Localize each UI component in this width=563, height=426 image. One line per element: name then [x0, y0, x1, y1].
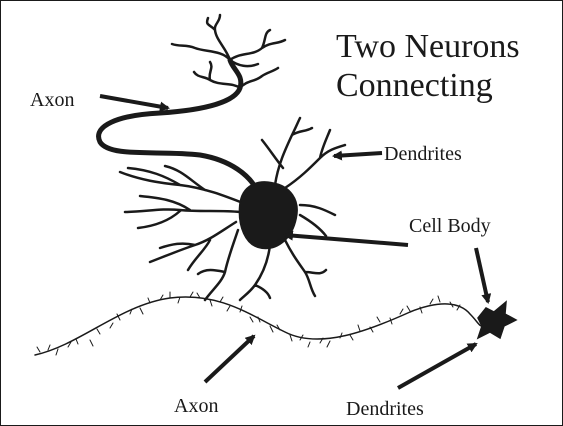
arrow-axon-top — [100, 96, 168, 108]
arrow-dendrites-top — [334, 153, 382, 156]
label-cell-body: Cell Body — [409, 215, 491, 237]
lower-neuron — [35, 292, 516, 355]
diagram-title-line1: Two Neurons — [336, 28, 520, 65]
lower-cell-body — [478, 302, 516, 338]
axon-terminals — [172, 15, 285, 88]
upper-cell-body — [240, 182, 297, 248]
arrow-dendrites-bottom — [398, 344, 476, 388]
lower-axon — [35, 297, 484, 355]
label-dendrites-bottom: Dendrites — [346, 398, 424, 420]
label-dendrites-top: Dendrites — [384, 143, 462, 165]
arrows — [100, 96, 488, 388]
upper-dendrites — [120, 166, 248, 300]
diagram-title-line2: Connecting — [336, 67, 493, 104]
lower-axon-hairs — [37, 292, 460, 355]
label-axon-top: Axon — [30, 89, 74, 111]
upper-neuron — [99, 15, 345, 300]
arrow-cell-body-upper — [285, 235, 408, 245]
label-axon-bottom: Axon — [174, 395, 218, 417]
arrow-axon-bottom — [205, 336, 254, 382]
arrow-cell-body-lower — [476, 248, 488, 302]
